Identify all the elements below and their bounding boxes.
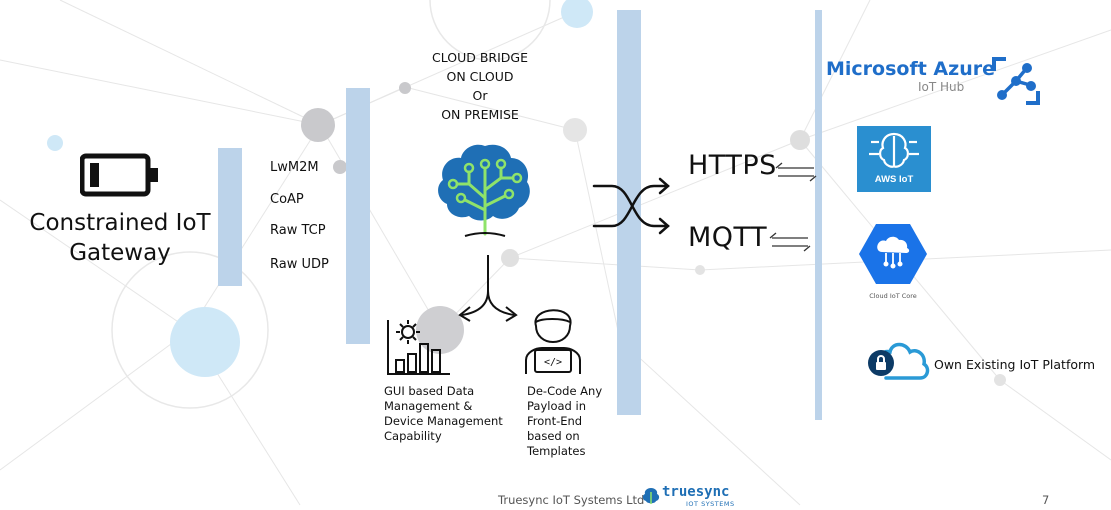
bridge-line3: Or bbox=[472, 88, 488, 103]
battery-icon bbox=[80, 153, 158, 197]
aws-iot-logo: AWS IoT bbox=[857, 126, 931, 192]
gateway-label-line2: Gateway bbox=[69, 240, 171, 266]
data-management-icon bbox=[387, 320, 450, 375]
bidirectional-arrow-icon bbox=[775, 162, 817, 182]
azure-subtitle: IoT Hub bbox=[918, 80, 965, 94]
gateway-label-line1: Constrained IoT bbox=[29, 210, 211, 236]
divider-bar-platforms bbox=[815, 10, 822, 420]
gateway-label: Constrained IoT Gateway bbox=[22, 208, 218, 268]
decode-caption-line: Templates bbox=[527, 444, 586, 458]
gui-feature-caption: GUI based Data Management & Device Manag… bbox=[384, 384, 504, 444]
bridge-line2: ON CLOUD bbox=[446, 69, 514, 84]
bridge-line4: ON PREMISE bbox=[441, 107, 519, 122]
decode-feature-caption: De-Code Any Payload in Front-End based o… bbox=[527, 384, 617, 459]
https-label: HTTPS bbox=[688, 150, 777, 181]
divider-bar-gateway bbox=[218, 148, 242, 286]
gui-caption-line: Management & bbox=[384, 399, 473, 413]
page-number: 7 bbox=[1042, 493, 1050, 507]
cloud-iot-core-label: Cloud IoT Core bbox=[869, 292, 917, 300]
aws-iot-label: AWS IoT bbox=[874, 174, 914, 185]
decode-caption-line: De-Code Any bbox=[527, 384, 603, 398]
truesync-logo-icon bbox=[642, 488, 660, 504]
azure-iot-hub-icon bbox=[992, 57, 1040, 105]
truesync-logo-text: truesync bbox=[662, 484, 730, 500]
bidirectional-arrow-icon bbox=[769, 232, 811, 252]
divider-bar-protocols bbox=[346, 88, 370, 344]
cloud-bridge-heading: CLOUD BRIDGE ON CLOUD Or ON PREMISE bbox=[420, 48, 540, 124]
mqtt-label: MQTT bbox=[688, 222, 768, 253]
gui-caption-line: GUI based Data bbox=[384, 384, 475, 398]
developer-icon: </> bbox=[525, 309, 581, 374]
bridge-line1: CLOUD BRIDGE bbox=[432, 50, 528, 65]
protocol-item: CoAP bbox=[270, 192, 304, 207]
decode-caption-line: Front-End bbox=[527, 414, 583, 428]
footer-company: Truesync IoT Systems Ltd bbox=[498, 493, 645, 507]
cloud-iot-core-icon bbox=[859, 224, 927, 284]
svg-text:</>: </> bbox=[544, 357, 562, 368]
gui-caption-line: Capability bbox=[384, 429, 442, 443]
truesync-logo-subtext: IOT SYSTEMS bbox=[686, 500, 735, 508]
gui-caption-line: Device Management bbox=[384, 414, 503, 428]
own-platform-label: Own Existing IoT Platform bbox=[934, 357, 1096, 372]
secure-cloud-icon bbox=[868, 342, 930, 380]
split-arrow-icon bbox=[458, 255, 518, 322]
aws-iot-glyph-icon bbox=[869, 132, 919, 168]
protocol-item: Raw TCP bbox=[270, 223, 326, 238]
shuffle-icon bbox=[592, 177, 670, 235]
decode-caption-line: based on bbox=[527, 429, 580, 443]
decode-caption-line: Payload in bbox=[527, 399, 586, 413]
protocol-item: Raw UDP bbox=[270, 257, 329, 272]
tree-icon bbox=[438, 144, 530, 237]
azure-title: Microsoft Azure bbox=[826, 58, 995, 80]
protocol-item: LwM2M bbox=[270, 160, 319, 175]
